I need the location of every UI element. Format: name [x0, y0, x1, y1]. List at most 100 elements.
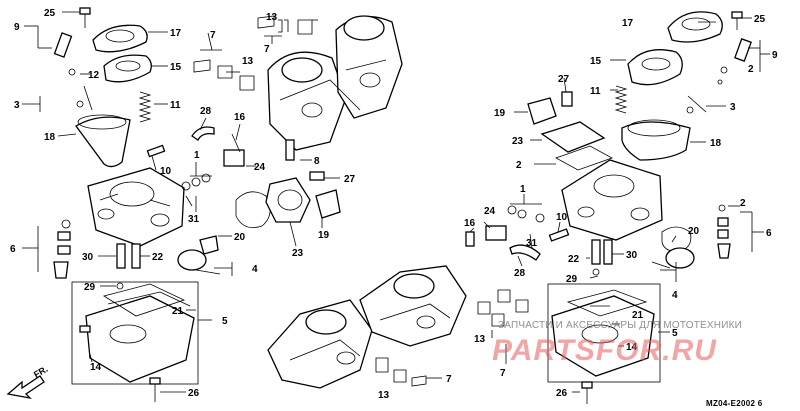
screw-3-right: [686, 95, 707, 114]
callout-13-left-a: 13: [242, 56, 254, 67]
callout-27-right: 27: [558, 74, 570, 85]
callout-25-right: 25: [754, 14, 766, 25]
callout-11-left: 11: [170, 100, 181, 111]
callout-17-right: 17: [622, 18, 634, 29]
top-cover-17-left: [92, 24, 148, 53]
group-box-5-left: [71, 281, 199, 385]
carb-body-left: [87, 167, 185, 247]
gasket-20-left: [235, 191, 271, 229]
callout-9-right: 9: [772, 50, 778, 61]
screw-26-left: [149, 377, 161, 402]
carb-assembly-top-center: [267, 15, 403, 151]
top-cover-17-right: [667, 11, 723, 43]
callout-6-left: 6: [10, 244, 16, 255]
float-4-right: [651, 247, 695, 269]
callout-6-right: 6: [766, 228, 772, 239]
callout-2-right-c: 2: [740, 198, 746, 209]
callout-31-left: 31: [188, 214, 200, 225]
jets-30-22-left: [116, 243, 141, 290]
callout-26-right: 26: [556, 388, 568, 399]
callout-7-center: 7: [264, 44, 270, 55]
diaphragm-cover-15-left: [103, 54, 152, 83]
callouts-left: 25 9 12 3 18 17 15 11 7 13 28 1 16 24 10…: [10, 8, 356, 399]
callouts-right: 17 25 15 2 9 11 3 27 19 23 18 2 1 24 16 …: [378, 14, 778, 401]
float-chamber-5-left: [79, 291, 195, 383]
group-box-5-right: [547, 283, 661, 383]
parts-6-right: [717, 204, 731, 259]
callout-24-right: 24: [484, 206, 496, 217]
gasket-2-right-top: [555, 145, 613, 171]
diaphragm-cover-15-right: [627, 49, 683, 86]
callout-7-left-a: 7: [210, 30, 216, 41]
callout-19-left: 19: [318, 230, 330, 241]
carb-body-right: [561, 159, 663, 241]
callout-5-left: 5: [222, 316, 228, 327]
callout-5-right: 5: [672, 328, 678, 339]
callout-10-left: 10: [160, 166, 172, 177]
callout-10-right: 10: [556, 212, 568, 223]
callout-2-right-b: 2: [516, 160, 522, 171]
callout-22-right: 22: [568, 254, 580, 265]
carb-assembly-bottom-center: [267, 265, 467, 389]
callout-17-left: 17: [170, 28, 182, 39]
callout-21-right: 21: [632, 310, 644, 321]
watermark-subtitle: ЗАПЧАСТИ И АКСЕССУАРЫ ДЛЯ МОТОТЕХНИКИ: [498, 320, 742, 331]
hose-28-right: [509, 244, 541, 261]
screw-26-right: [581, 381, 593, 404]
springs-7-13-bottom: [375, 357, 427, 387]
callout-13-center: 13: [266, 12, 278, 23]
needle-jet-10-right: [548, 228, 570, 242]
callout-20-right: 20: [688, 226, 700, 237]
vacuum-piston-18-left: [75, 114, 131, 168]
callout-7-bottom: 7: [446, 374, 452, 385]
callout-31-right: 31: [526, 238, 538, 249]
front-direction-label: FR.: [32, 364, 50, 380]
cap-19-right: [527, 97, 557, 125]
springs-7-13-top: [193, 15, 313, 91]
float-chamber-5-right: [551, 289, 655, 377]
callout-2-right-a: 2: [748, 64, 754, 75]
callout-23-right: 23: [512, 136, 524, 147]
callout-23-left: 23: [292, 248, 304, 259]
callout-4-right: 4: [672, 290, 678, 301]
callout-29-right: 29: [566, 274, 578, 285]
callout-7-right-a: 7: [500, 368, 506, 379]
callout-26-left: 26: [188, 388, 200, 399]
part-27-right: [561, 91, 573, 107]
callout-12-left: 12: [88, 70, 100, 81]
callout-14-right: 14: [626, 342, 638, 353]
screw-25-left: [79, 7, 91, 28]
needle-jet-10-left: [146, 144, 166, 158]
gasket-21-left: [103, 283, 186, 317]
callout-1-left: 1: [194, 150, 200, 161]
parts-1-left: [181, 173, 211, 207]
callout-15-left: 15: [170, 62, 182, 73]
throttle-switch-24: [223, 133, 245, 167]
diaphragm-23-right: [540, 121, 606, 153]
vacuum-piston-18-right: [621, 119, 691, 161]
throttle-switch-24-right: [485, 225, 507, 241]
callout-3-right: 3: [730, 102, 736, 113]
callout-13-right-a: 13: [474, 334, 486, 345]
screw-3-left: [76, 85, 93, 111]
callout-4-left: 4: [252, 264, 258, 275]
float-4-left: [177, 235, 221, 275]
callout-27-left: 27: [344, 174, 356, 185]
callout-9-left: 9: [14, 22, 20, 33]
callout-18-left: 18: [44, 132, 56, 143]
callout-22-left: 22: [152, 252, 164, 263]
callout-19-right: 19: [494, 108, 506, 119]
screw-25-right: [731, 11, 743, 30]
diaphragm-23-left: [265, 177, 311, 223]
callout-16-right: 16: [464, 218, 476, 229]
gasket-20-right: [661, 226, 692, 253]
callout-28-right: 28: [514, 268, 526, 279]
jet-needle-9-left: [53, 32, 76, 76]
callout-28-left: 28: [200, 106, 212, 117]
hose-28-left: [191, 126, 215, 141]
cap-19-left: [315, 189, 341, 219]
screw-8: [285, 139, 295, 161]
callout-1-right: 1: [520, 184, 526, 195]
callout-18-right: 18: [710, 138, 722, 149]
